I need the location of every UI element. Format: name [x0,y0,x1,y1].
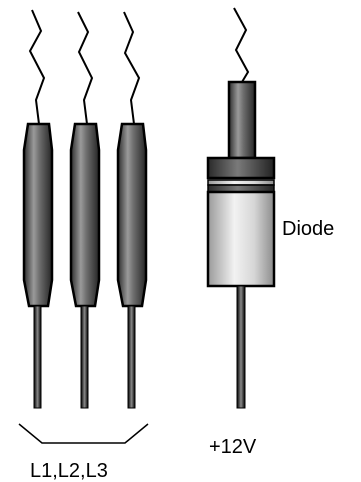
inductors-label: L1,L2,L3 [30,460,108,482]
diode-label: Diode [282,218,334,240]
inductor-l2-lead [80,305,89,409]
diode-component [206,7,276,409]
inductor-l2 [69,11,101,409]
inductor-l1-top-wire [28,9,46,125]
inductor-l3-top-wire [123,11,141,125]
diode-cathode-cap [206,156,276,180]
inductor-l1-body [22,122,54,308]
inductor-l1 [22,9,54,409]
inductor-l1-lead [33,305,42,409]
inductor-l3 [116,11,148,409]
diode-top-wire [233,7,250,83]
inductor-l3-body [116,122,148,308]
diode-bottom-lead [236,285,246,409]
inductor-l3-lead [127,305,136,409]
diode-body [206,190,276,288]
inductor-l2-body [69,122,101,308]
voltage-label: +12V [209,436,257,458]
inductor-group-bracket [18,423,149,444]
inductor-l2-top-wire [77,11,94,125]
diode-top-lead [227,80,257,160]
